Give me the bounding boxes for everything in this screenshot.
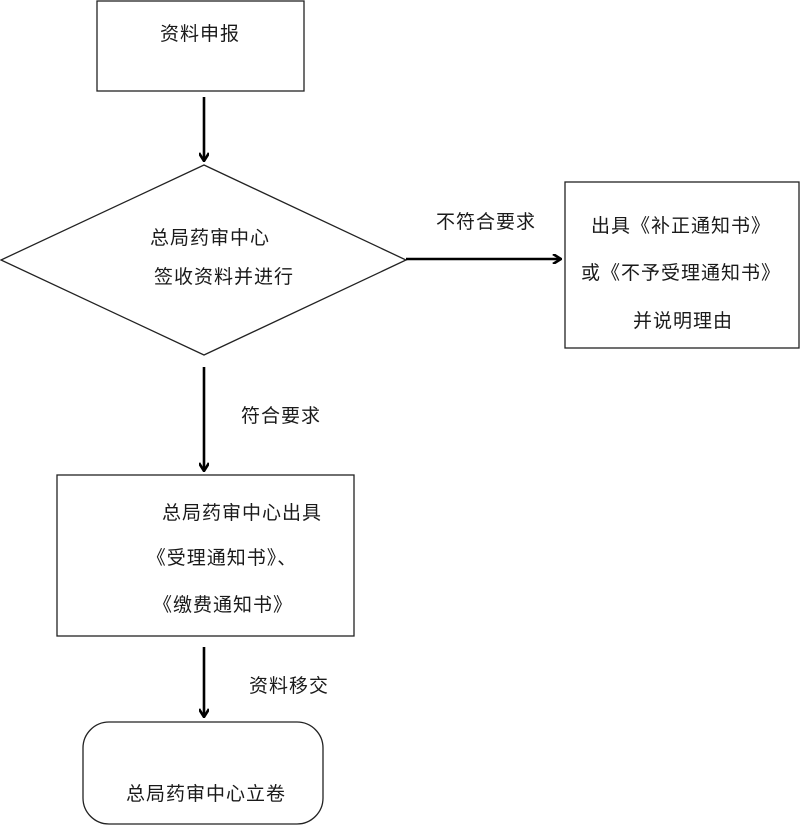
accept-notice-line3: 《缴费通知书》 (153, 594, 293, 616)
archive-node: 总局药审中心立卷 (82, 721, 324, 825)
submit-materials-node: 资料申报 (96, 0, 305, 92)
reject-notice-line3: 并说明理由 (633, 310, 733, 332)
reject-notice-node: 出具《补正通知书》 或《不予受理通知书》 并说明理由 (564, 181, 800, 349)
review-decision-label-line1: 总局药审中心 (150, 227, 270, 249)
not-meet-requirements-label: 不符合要求 (436, 211, 536, 233)
transfer-materials-label: 资料移交 (249, 675, 329, 697)
meet-requirements-label: 符合要求 (241, 405, 321, 427)
review-decision-node: 总局药审中心 签收资料并进行 (0, 164, 408, 356)
archive-label: 总局药审中心立卷 (126, 783, 286, 805)
reject-notice-line1: 出具《补正通知书》 (591, 215, 771, 237)
review-decision-label-line2: 签收资料并进行 (154, 266, 294, 288)
submit-materials-label: 资料申报 (160, 23, 240, 45)
accept-notice-line1: 总局药审中心出具 (162, 502, 322, 524)
accept-notice-line2: 《受理通知书》、 (147, 547, 298, 569)
reject-notice-line2: 或《不予受理通知书》 (581, 262, 781, 284)
accept-notice-node: 总局药审中心出具 《受理通知书》、 《缴费通知书》 (56, 474, 355, 637)
